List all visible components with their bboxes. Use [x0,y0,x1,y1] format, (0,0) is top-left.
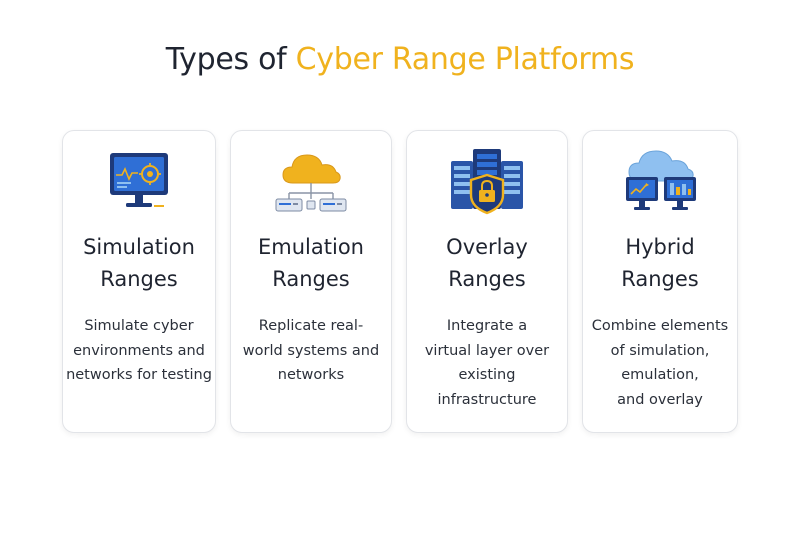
cloud-monitors-icon [583,145,737,235]
card-hybrid-ranges: Hybrid Ranges Combine elements of simula… [582,130,738,433]
card-overlay-ranges: Overlay Ranges Integrate a virtual layer… [406,130,568,433]
card-simulation-ranges: Simulation Ranges Simulate cyber environ… [62,130,216,433]
monitor-target-icon [63,145,215,235]
card-description: Combine elements of simulation, emulatio… [591,318,729,408]
card-description: Integrate a virtual layer over existing … [424,318,550,408]
page-title: Types of Cyber Range Platforms [0,42,800,77]
title-highlight: Cyber Range Platforms [295,42,635,77]
card-heading: Overlay Ranges [446,235,528,291]
card-emulation-ranges: Emulation Ranges Replicate real- world s… [230,130,392,433]
card-heading: Hybrid Ranges [621,235,699,291]
cloud-servers-icon [231,145,391,235]
card-heading: Emulation Ranges [258,235,364,291]
title-prefix: Types of [165,42,287,77]
server-lock-icon [407,145,567,235]
card-heading: Simulation Ranges [83,235,195,291]
card-description: Replicate real- world systems and networ… [242,318,380,383]
card-description: Simulate cyber environments and networks… [66,318,212,383]
